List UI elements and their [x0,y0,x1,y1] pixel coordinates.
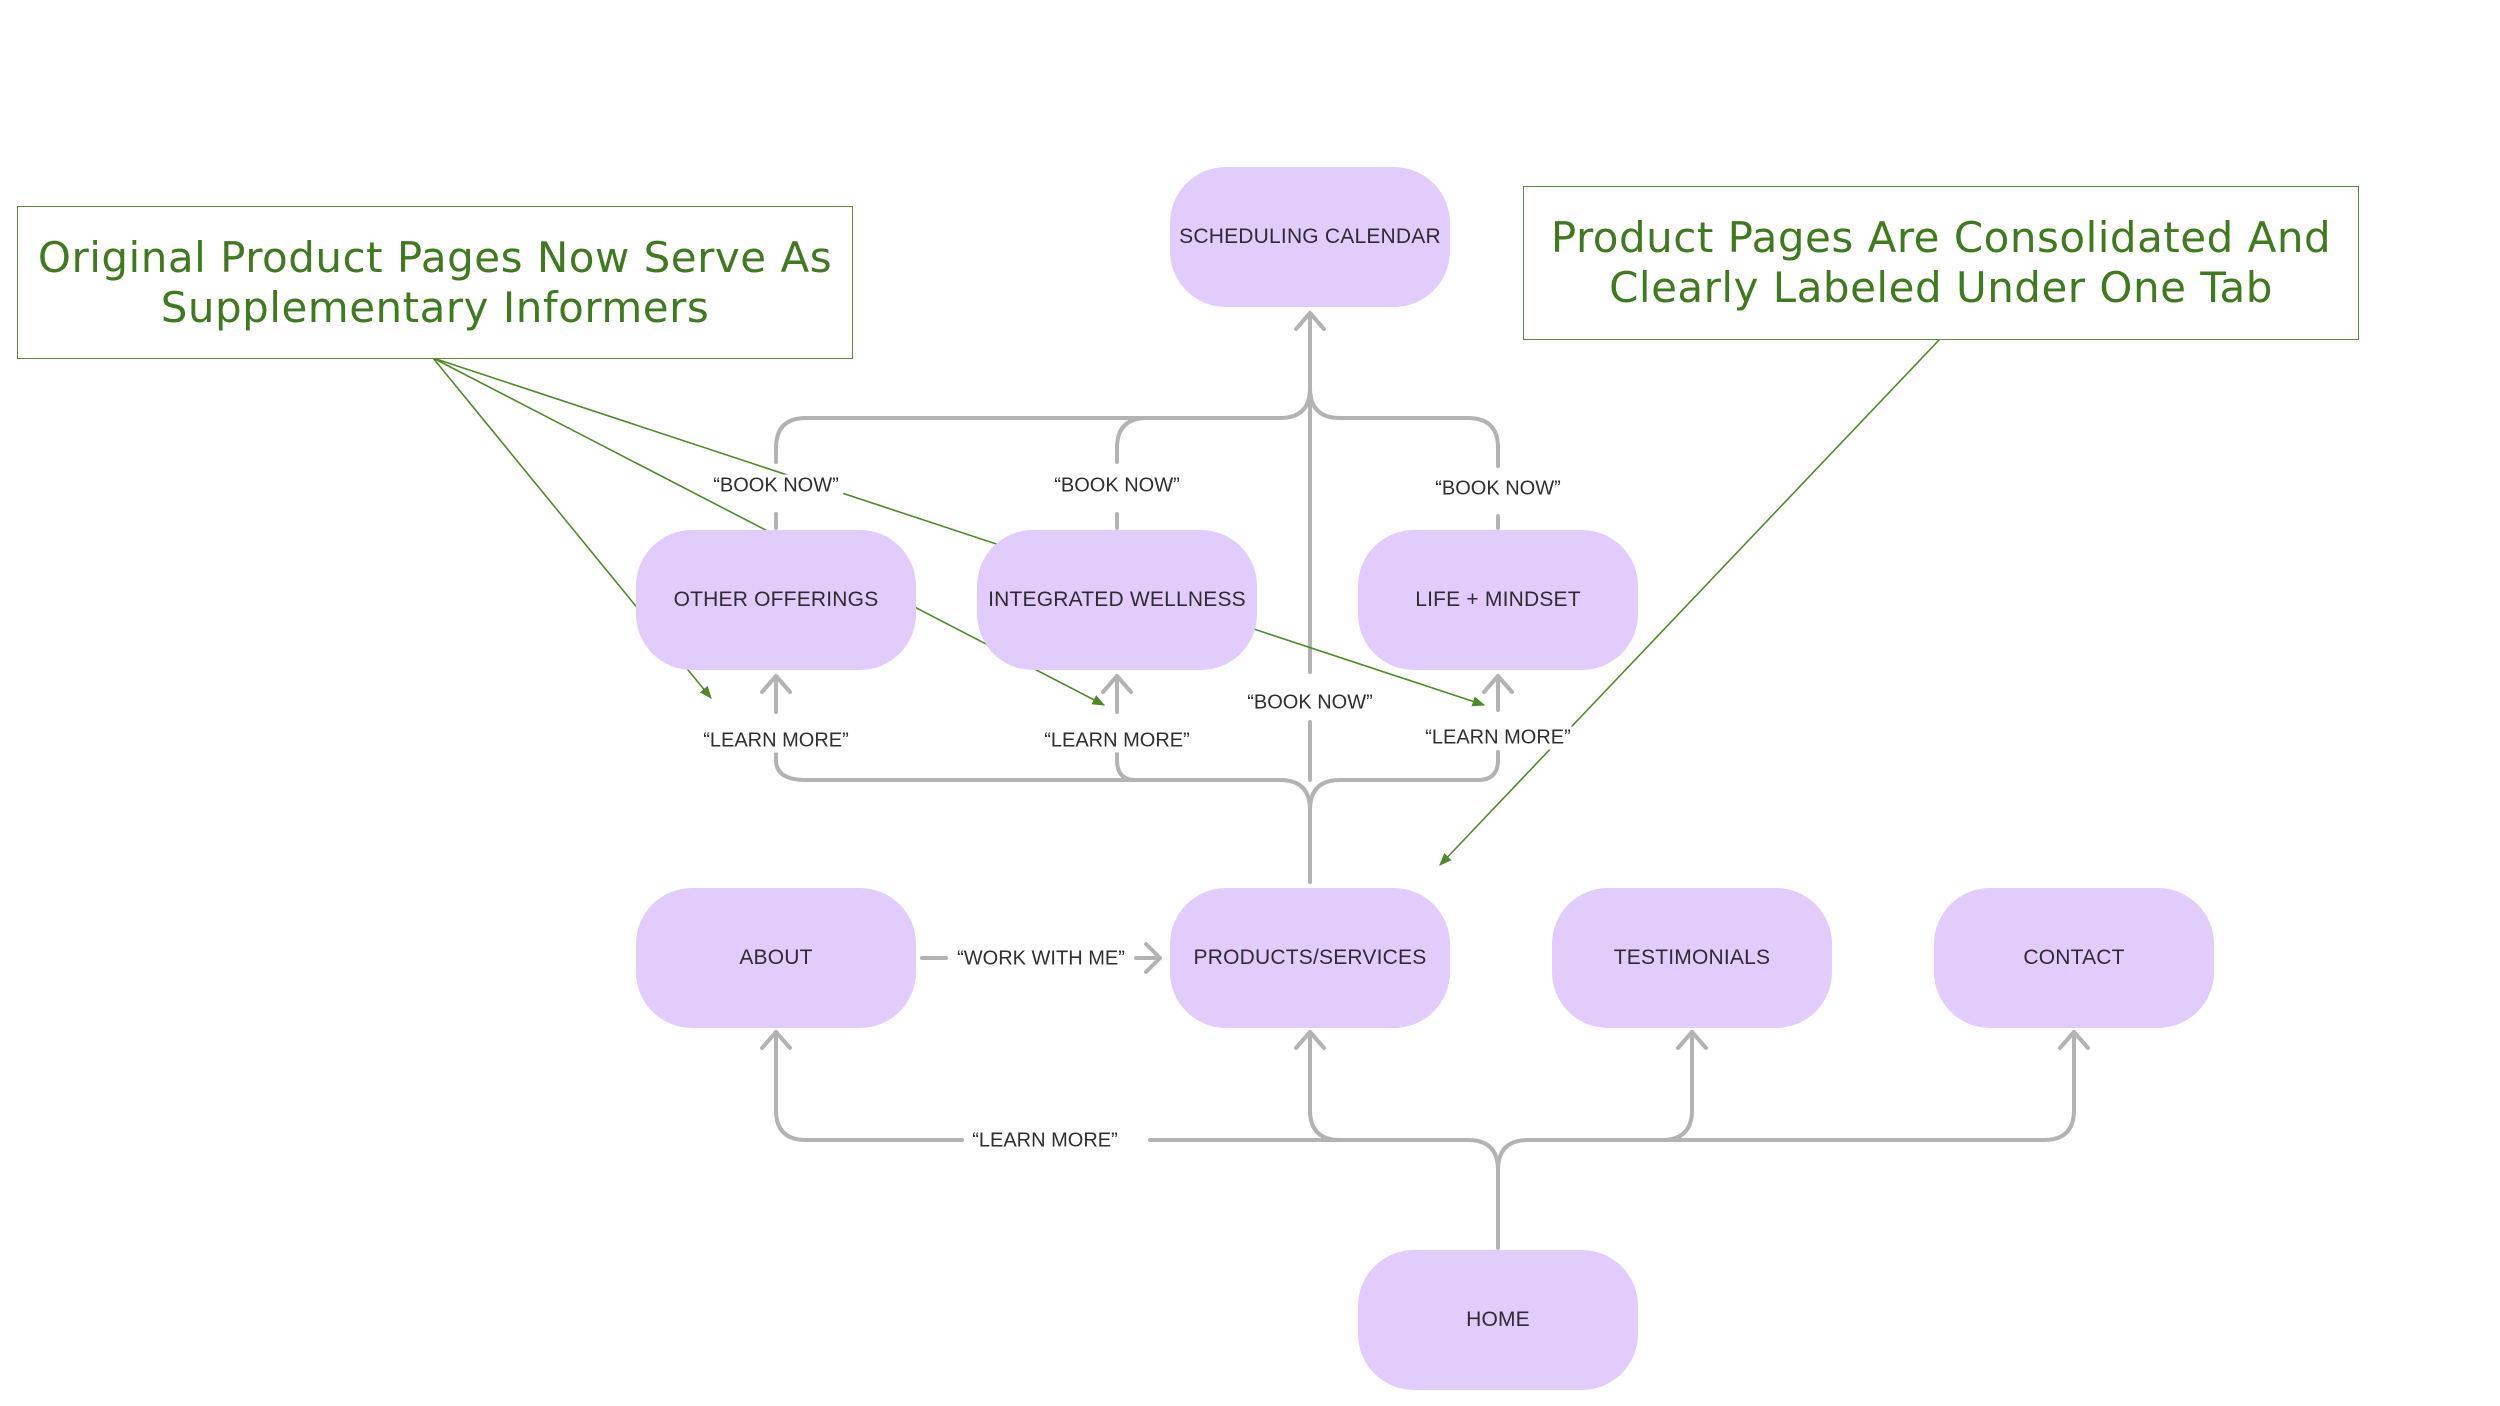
connector-home-to-testimonials [1496,1030,1694,1172]
connector-integrated-to-calendar [1115,416,1149,530]
edge-label-work-with-me: “WORK WITH ME” [953,947,1129,971]
edge-label-learn-more: “LEARN MORE” [1421,726,1575,750]
annotation-right-line1: Product Pages Are Consolidated And [1550,213,2332,262]
arrowhead-about [760,1030,792,1050]
edge-label-book-now: “BOOK NOW” [1050,474,1184,498]
arrowhead-products-side [1144,942,1162,974]
arrowhead-testimonials [1676,1030,1708,1050]
edge-label-learn-more: “LEARN MORE” [1040,729,1194,753]
connector-home-trunk [1466,1138,1500,1250]
connector-products-to-integrated [1115,750,1137,782]
connector-other-to-calendar [774,386,1312,530]
annotation-callout-left: Original Product Pages Now Serve As Supp… [17,206,853,359]
annotation-arrow-to-life-learn-more [432,357,1486,707]
node-other-offerings: OTHER OFFERINGS [636,530,916,670]
node-scheduling-calendar: SCHEDULING CALENDAR [1170,167,1450,307]
annotation-left-line1: Original Product Pages Now Serve As [37,232,833,282]
node-about: ABOUT [636,888,916,1028]
node-life-mindset: LIFE + MINDSET [1358,530,1638,670]
arrowhead-integrated [1101,674,1133,694]
annotation-left-line2: Supplementary Informers [160,282,710,332]
node-home: HOME [1358,1250,1638,1390]
connector-products-trunk [1278,778,1312,884]
annotation-right-line2: Clearly Labeled Under One Tab [1609,263,2273,312]
connector-life-to-calendar [1308,386,1500,530]
annotation-arrow-to-products [1439,338,1941,866]
node-integrated-wellness: INTEGRATED WELLNESS [977,530,1257,670]
connector-home-to-contact [1526,1030,2076,1142]
edge-label-book-now: “BOOK NOW” [709,474,843,498]
connector-home-to-about [774,1030,1470,1142]
connector-home-to-products [1308,1030,1470,1142]
arrowhead-calendar [1294,311,1326,331]
edge-label-learn-more: “LEARN MORE” [968,1129,1122,1153]
annotation-callout-right: Product Pages Are Consolidated And Clear… [1523,186,2359,340]
node-testimonials: TESTIMONIALS [1552,888,1832,1028]
edge-label-book-now: “BOOK NOW” [1431,477,1565,501]
connector-products-to-life [1308,750,1500,812]
arrowhead-products [1294,1030,1326,1050]
arrowhead-life [1482,674,1514,694]
node-contact: CONTACT [1934,888,2214,1028]
connector-products-to-other [774,750,1282,782]
edge-label-learn-more: “LEARN MORE” [699,729,853,753]
node-products-services: PRODUCTS/SERVICES [1170,888,1450,1028]
arrowhead-contact [2058,1030,2090,1050]
edge-label-book-now: “BOOK NOW” [1243,691,1377,715]
arrowhead-other [760,674,792,694]
